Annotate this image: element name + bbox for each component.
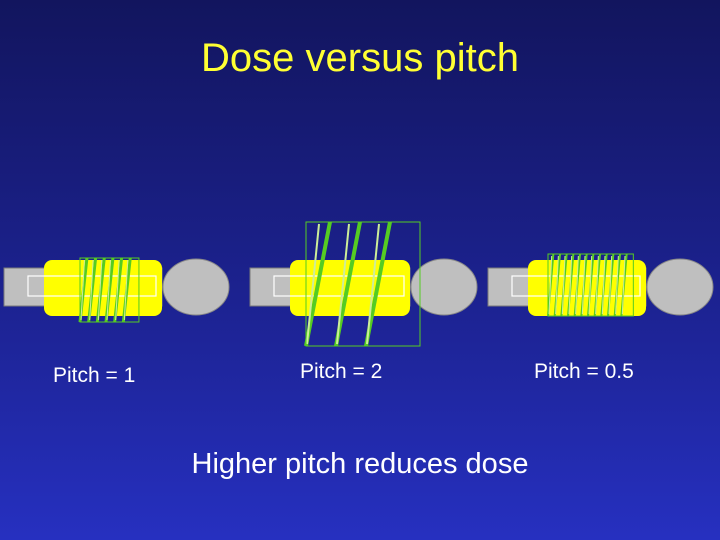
pitch-label-2: Pitch = 2 [300,360,383,383]
helix-turn-highlight [97,259,103,321]
helix-turn [304,221,332,347]
pitch-panel-0.5 [487,253,714,317]
helix-turn-highlight [306,223,320,345]
helix-turn-highlight [568,255,573,315]
helix-turn-highlight [115,259,120,321]
helix-turn-highlight [608,255,613,315]
pitch-label-0.5: Pitch = 0.5 [534,360,634,383]
patient-head [162,258,230,316]
helix-turn-highlight [366,223,380,345]
helix-turn-highlight [123,259,129,321]
helix-turn-highlight [548,255,553,315]
helix-turn-highlight [89,259,94,321]
patient-head [410,258,478,316]
helix-turn-highlight [595,255,599,315]
helix-turn [364,221,392,347]
helix-outline [305,221,421,347]
helix-turn-highlight [575,255,579,315]
pitch-diagram [3,221,714,347]
pitch-label-1: Pitch = 1 [53,364,136,387]
helix-turn-highlight [336,223,350,345]
patient-head [646,258,714,316]
helix-turn-highlight [615,255,619,315]
pitch-panel-1 [3,257,230,323]
helix-turn-highlight [80,259,85,321]
helix-turn-highlight [601,255,606,315]
helix-outline [547,253,634,317]
slide-title: Dose versus pitch [201,36,519,80]
helix-outline [79,257,140,323]
helix-turn [334,221,362,347]
conclusion-text: Higher pitch reduces dose [191,448,529,480]
scan-region [44,260,162,316]
pitch-panel-2 [249,221,478,347]
helix-turn-highlight [561,255,566,315]
helix-turn-highlight [581,255,586,315]
helix-turn-highlight [555,255,559,315]
helix-turn-highlight [588,255,593,315]
table-strip [273,275,405,297]
helix-turn-highlight [621,255,626,315]
helix-turn-highlight [106,259,111,321]
scan-region [528,260,646,316]
